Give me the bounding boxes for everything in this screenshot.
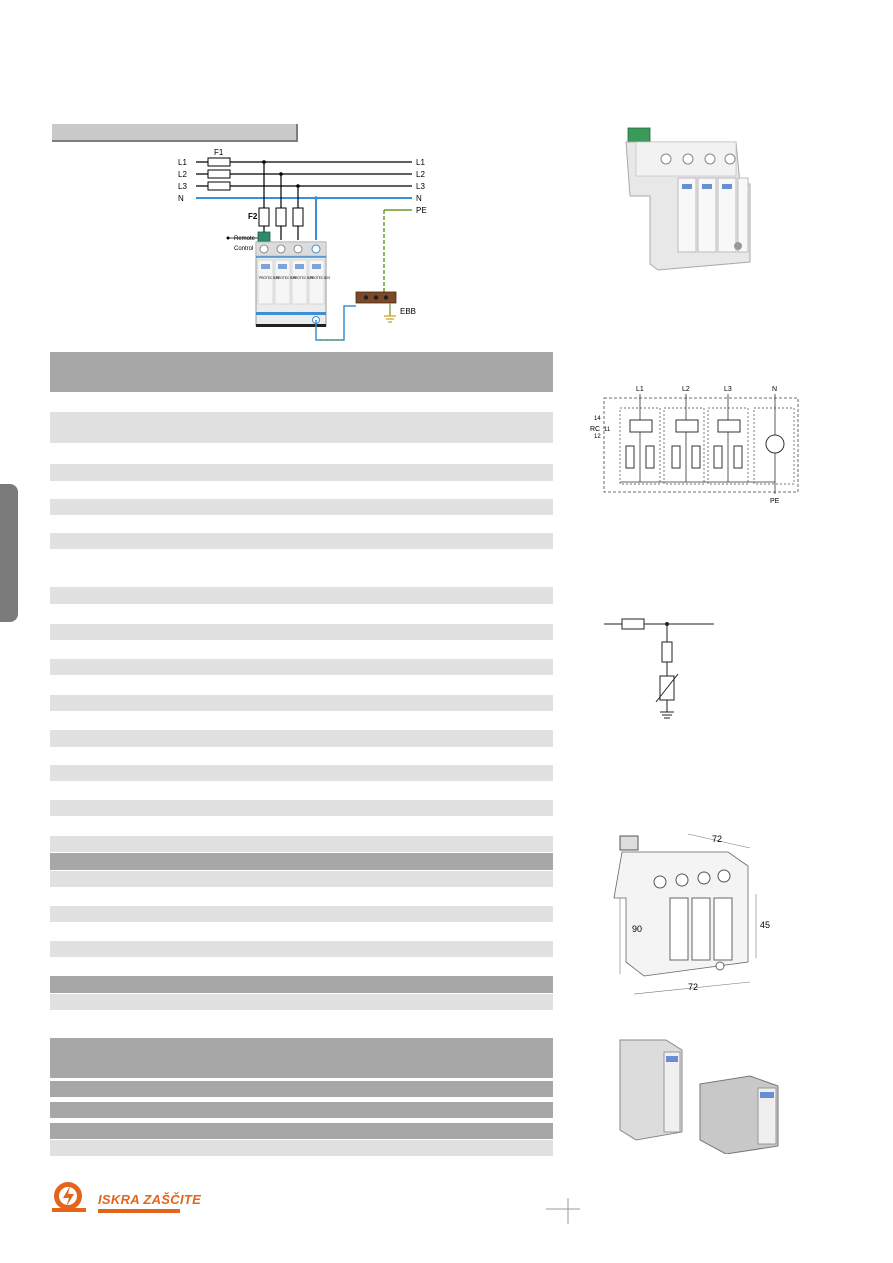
brand-underline bbox=[98, 1209, 180, 1213]
line-label-right: PE bbox=[416, 206, 427, 215]
table-row bbox=[50, 730, 553, 747]
table-row bbox=[50, 941, 553, 957]
table-row bbox=[50, 765, 553, 781]
table-row bbox=[50, 464, 553, 481]
line-label-right: L2 bbox=[416, 170, 425, 179]
single-line-symbol bbox=[604, 618, 714, 719]
module-photos bbox=[619, 1039, 779, 1154]
table-row bbox=[50, 499, 553, 515]
line-label-right: N bbox=[416, 194, 422, 203]
schematic-top-label: L1 bbox=[636, 386, 644, 393]
dimension-top: 72 bbox=[712, 834, 722, 844]
fuse-f2-label: F2 bbox=[248, 212, 258, 221]
module-label: PROTEC B2S bbox=[276, 276, 296, 280]
rc-pin: 11 bbox=[604, 427, 611, 433]
table-section-row bbox=[50, 1123, 553, 1139]
dimension-right: 45 bbox=[760, 920, 770, 930]
rc-label: RC bbox=[590, 426, 600, 433]
line-label-left: N bbox=[178, 194, 184, 203]
line-label-right: L3 bbox=[416, 182, 425, 191]
brand-logo-icon bbox=[52, 1182, 86, 1212]
rc-pin: 12 bbox=[594, 434, 601, 440]
table-header-row bbox=[50, 1038, 553, 1078]
schematic-bottom-label: PE bbox=[770, 498, 780, 505]
table-row bbox=[50, 871, 553, 887]
line-label-right: L1 bbox=[416, 158, 425, 167]
dimension-left: 90 bbox=[632, 924, 642, 934]
table-header-row bbox=[50, 352, 553, 392]
table-section-row bbox=[50, 1102, 553, 1118]
schematic-top-label: L2 bbox=[682, 386, 690, 393]
remote-control-label: Remote bbox=[234, 236, 256, 242]
table-row bbox=[50, 800, 553, 816]
table-section-row bbox=[50, 976, 553, 993]
module-label: PROTEC B2S bbox=[259, 276, 279, 280]
line-label-left: L1 bbox=[178, 158, 187, 167]
table-row bbox=[50, 836, 553, 852]
table-row bbox=[50, 906, 553, 922]
crop-mark bbox=[546, 1198, 580, 1224]
table-row bbox=[50, 624, 553, 640]
table-row bbox=[50, 412, 553, 443]
table-row bbox=[50, 695, 553, 711]
schematic-diagram: L1 L2 L3 N RC 14 11 12 PE bbox=[590, 386, 799, 505]
module-label: PROTEC B2S bbox=[310, 276, 330, 280]
table-row bbox=[50, 533, 553, 549]
table-section-row bbox=[50, 1081, 553, 1097]
table-row bbox=[50, 1140, 553, 1156]
schematic-top-label: N bbox=[772, 386, 777, 393]
fuse-f1-label: F1 bbox=[214, 148, 224, 157]
table-row bbox=[50, 659, 553, 675]
line-label-left: L3 bbox=[178, 182, 187, 191]
table-section-row bbox=[50, 853, 553, 870]
schematic-top-label: L3 bbox=[724, 386, 732, 393]
remote-control-label: Control bbox=[234, 246, 253, 252]
wiring-diagram: L1 L2 L3 N F1 L1 L2 L3 N PE F2 Remote Co… bbox=[178, 148, 427, 341]
section-title-bar bbox=[52, 124, 298, 142]
table-row bbox=[50, 994, 553, 1010]
module-label: PROTEC B2S bbox=[293, 276, 313, 280]
side-tab bbox=[0, 484, 18, 622]
rc-pin: 14 bbox=[594, 416, 601, 422]
line-label-left: L2 bbox=[178, 170, 187, 179]
dimension-drawing: 72 72 90 45 bbox=[613, 833, 770, 995]
product-photo bbox=[625, 127, 751, 271]
ebb-label: EBB bbox=[400, 307, 416, 316]
brand-name: ISKRA ZAŠČITE bbox=[98, 1192, 202, 1207]
dimension-bottom: 72 bbox=[688, 982, 698, 992]
table-row bbox=[50, 587, 553, 604]
